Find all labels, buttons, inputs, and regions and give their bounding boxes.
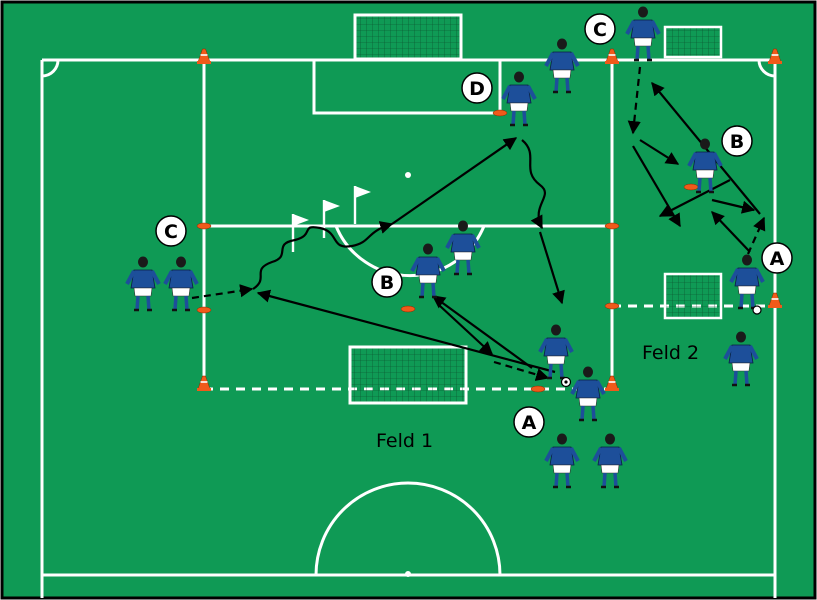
main-goal: [353, 13, 463, 61]
label-b-field1: B: [371, 266, 403, 298]
label-circle: [371, 266, 403, 298]
field1-label: Feld 1: [376, 430, 433, 452]
label-letter: C: [164, 221, 178, 243]
label-circle: [721, 125, 753, 157]
goal-field1: [348, 345, 468, 405]
ball-icon: [560, 305, 762, 388]
label-circle: [584, 13, 616, 45]
label-c-field2: C: [584, 13, 616, 45]
label-letter: B: [380, 272, 394, 294]
movement-arrows-field1: [191, 137, 565, 381]
label-letter: C: [593, 19, 607, 41]
label-letter: A: [522, 412, 537, 434]
label-circle: [761, 242, 793, 274]
label-d: D: [461, 72, 493, 104]
label-circle: [461, 72, 493, 104]
label-letter: A: [770, 248, 785, 270]
small-goal-top-right: [663, 25, 723, 59]
label-a-field1: A: [513, 406, 545, 438]
position-labels: C D B A C B A: [155, 13, 793, 438]
label-c-field1: C: [155, 215, 187, 247]
label-circle: [513, 406, 545, 438]
small-goal-field2: [663, 272, 723, 320]
label-b-field2: B: [721, 125, 753, 157]
label-circle: [155, 215, 187, 247]
field2-label: Feld 2: [642, 342, 699, 364]
label-letter: D: [469, 78, 485, 100]
label-a-field2: A: [761, 242, 793, 274]
label-letter: B: [730, 131, 744, 153]
